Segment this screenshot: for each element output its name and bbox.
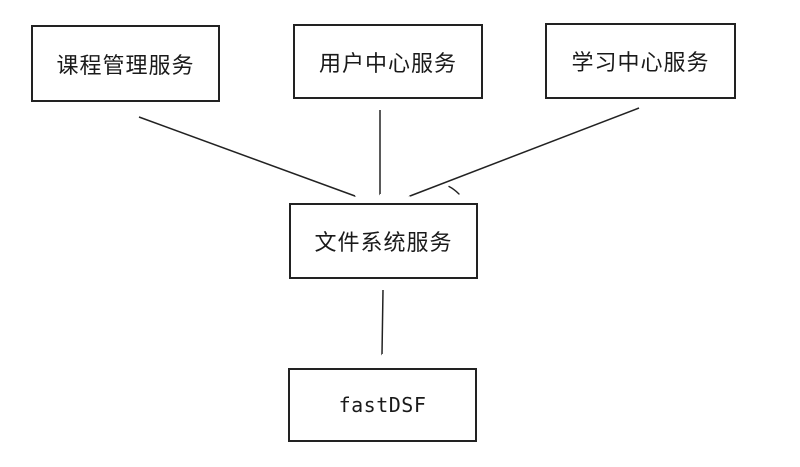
node-label-fastdsf: fastDSF — [338, 393, 427, 417]
node-course-management-service: 课程管理服务 — [31, 25, 220, 102]
node-user-center-service: 用户中心服务 — [293, 24, 483, 99]
node-label-file-system-service: 文件系统服务 — [314, 230, 453, 255]
node-file-system-service: 文件系统服务 — [289, 203, 478, 279]
stray-tick-mark — [448, 185, 460, 195]
node-fastdsf: fastDSF — [288, 368, 477, 442]
node-label-learning-center-service: 学习中心服务 — [571, 50, 710, 75]
arrow-learning-to-file — [410, 107, 640, 196]
arrow-course-to-file — [138, 116, 355, 196]
node-learning-center-service: 学习中心服务 — [545, 23, 736, 99]
node-label-user-center-service: 用户中心服务 — [318, 50, 457, 76]
arrow-file-to-fastdsf — [382, 289, 384, 354]
node-label-course-management-service: 课程管理服务 — [56, 52, 195, 78]
